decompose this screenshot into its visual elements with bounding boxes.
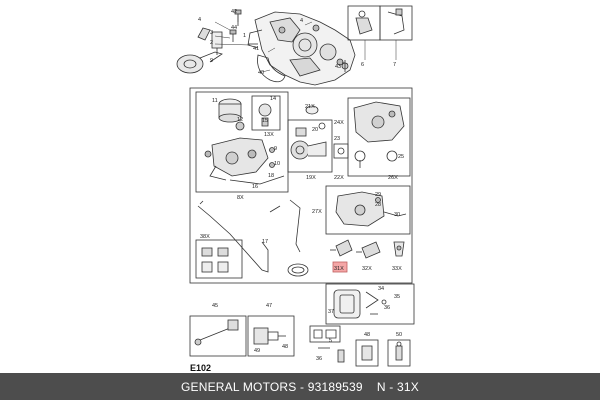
sensor-group <box>330 239 405 259</box>
top-right-detail-boxes <box>347 5 413 41</box>
footer-brand: GENERAL MOTORS <box>181 379 297 394</box>
callout-10: 10 <box>274 161 280 167</box>
footer-gap <box>363 380 377 394</box>
callout-22x: 22X <box>334 175 344 181</box>
callout-31x: 31X <box>334 266 344 272</box>
callout-24x: 24X <box>334 120 344 126</box>
callout-17: 17 <box>262 239 268 245</box>
subgroup-27x <box>325 185 411 235</box>
hydraulic-pipes <box>197 199 301 273</box>
callout-35: 35 <box>394 294 400 300</box>
callout-48-small: 48 <box>282 344 288 350</box>
callout-12: 12 <box>237 117 243 123</box>
main-group-frame <box>189 87 413 284</box>
callout-11: 11 <box>212 98 218 104</box>
callout-25: 25 <box>398 154 404 160</box>
exploded-parts-diagram: 4 42 44 3 2 1 41 9 40 4 43 6 7 11 14 15 … <box>176 5 415 373</box>
gearbox-gasket <box>257 54 286 83</box>
callout-23: 23 <box>334 136 340 142</box>
callout-3: 3 <box>210 30 213 36</box>
part-47-sensor <box>253 327 286 345</box>
subgroup-19x <box>287 119 333 173</box>
callout-9-b: 9 <box>274 146 277 152</box>
page-code: E102 <box>190 363 211 373</box>
callout-8x: 8X <box>237 195 244 201</box>
clutch-release-bearing <box>176 27 223 74</box>
callout-32x: 32X <box>362 266 372 272</box>
part-48-frame <box>355 339 379 367</box>
callout-49: 49 <box>254 348 260 354</box>
footer-bar: GENERAL MOTORS - 93189539 N - 31X <box>0 373 600 400</box>
callout-34: 34 <box>378 286 384 292</box>
subgroup-8x <box>195 91 289 193</box>
callout-9: 9 <box>210 58 213 64</box>
callout-27x: 27X <box>312 209 322 215</box>
callout-37: 37 <box>328 309 334 315</box>
callout-30: 30 <box>394 212 400 218</box>
footer-position: N - 31X <box>376 379 419 394</box>
callout-4: 4 <box>198 17 201 23</box>
callout-21x: 21X <box>305 104 315 110</box>
callout-38x: 38X <box>200 234 210 240</box>
callout-20: 20 <box>312 127 318 133</box>
gearbox-assembly-top <box>247 11 356 86</box>
callout-2: 2 <box>210 40 213 46</box>
part-45-rod <box>194 319 239 346</box>
part-50-frame <box>387 339 411 367</box>
callout-1: 1 <box>243 33 246 39</box>
subgroup-24x <box>347 97 411 177</box>
subgroup-37 <box>325 283 415 325</box>
callout-19x: 19X <box>306 175 316 181</box>
callout-4-b: 4 <box>300 18 303 24</box>
part-5-icon-box <box>309 325 345 363</box>
footer-separator-1: - <box>296 379 308 394</box>
callout-28: 28 <box>375 202 381 208</box>
callout-26x: 26X <box>388 175 398 181</box>
callout-29: 29 <box>375 192 381 198</box>
callout-45: 45 <box>212 303 218 309</box>
footer-part-number: 93189539 <box>307 379 363 394</box>
callout-18: 18 <box>268 173 274 179</box>
callout-13x: 13X <box>264 132 274 138</box>
callout-5: 5 <box>329 338 332 344</box>
callout-47: 47 <box>266 303 272 309</box>
callout-6: 6 <box>361 62 364 68</box>
callout-40: 40 <box>258 70 264 76</box>
part-47-frame <box>247 315 295 357</box>
callout-33x: 33X <box>392 266 402 272</box>
callout-44: 44 <box>231 25 237 31</box>
callout-7: 7 <box>393 62 396 68</box>
subgroup-21x-22x <box>305 105 349 159</box>
callout-41: 41 <box>253 46 259 52</box>
part-45-frame <box>189 315 247 357</box>
subgroup-38x <box>195 239 243 279</box>
callout-50: 50 <box>396 332 402 338</box>
callout-43: 43 <box>335 64 341 70</box>
clip-and-oring <box>287 263 309 277</box>
callout-42: 42 <box>231 9 237 15</box>
part-50-item <box>395 341 403 361</box>
callout-36: 36 <box>384 305 390 311</box>
callout-15: 15 <box>262 118 268 124</box>
callout-16: 16 <box>252 184 258 190</box>
part-48-item <box>361 345 373 361</box>
highlighted-part-31x <box>332 261 348 273</box>
callout-14: 14 <box>270 96 276 102</box>
callout-36-b: 36 <box>316 356 322 362</box>
callout-48: 48 <box>364 332 370 338</box>
